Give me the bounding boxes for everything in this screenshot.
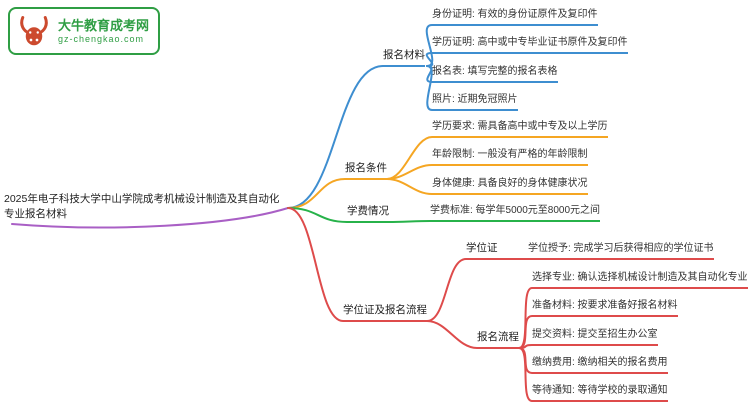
node-wait-notice: 等待通知: 等待学校的录取通知	[532, 384, 668, 402]
logo-title: 大牛教育成考网	[58, 17, 150, 33]
node-edu-requirement: 学历要求: 需具备高中或中专及以上学历	[432, 120, 608, 138]
branch-materials: 报名材料	[383, 49, 425, 67]
branch-conditions: 报名条件	[345, 162, 387, 180]
site-logo: 大牛教育成考网 gz-chengkao.com	[8, 7, 161, 55]
node-edu-proof: 学历证明: 高中或中专毕业证书原件及复印件	[432, 36, 628, 54]
branch-tuition: 学费情况	[347, 205, 389, 223]
node-form: 报名表: 填写完整的报名表格	[432, 65, 558, 83]
branch-degree-process: 学位证及报名流程	[343, 304, 427, 322]
branch-process: 报名流程	[477, 331, 519, 349]
node-id-proof: 身份证明: 有效的身份证原件及复印件	[432, 8, 598, 26]
node-age-limit: 年龄限制: 一般没有严格的年龄限制	[432, 148, 588, 166]
node-degree-grant: 学位授予: 完成学习后获得相应的学位证书	[528, 242, 714, 260]
node-health: 身体健康: 具备良好的身体健康状况	[432, 177, 588, 195]
branch-degree-cert: 学位证	[466, 242, 498, 260]
node-tuition-standard: 学费标准: 每学年5000元至8000元之间	[430, 204, 601, 222]
node-choose-major: 选择专业: 确认选择机械设计制造及其自动化专业	[532, 271, 748, 289]
node-prepare-materials: 准备材料: 按要求准备好报名材料	[532, 299, 678, 317]
bull-icon	[20, 16, 48, 46]
logo-text-block: 大牛教育成考网 gz-chengkao.com	[58, 18, 149, 45]
node-pay-fee: 缴纳费用: 缴纳相关的报名费用	[532, 356, 668, 374]
node-submit-docs: 提交资料: 提交至招生办公室	[532, 328, 658, 346]
logo-domain: gz-chengkao.com	[58, 33, 145, 44]
root-node: 2025年电子科技大学中山学院成考机械设计制造及其自动化专业报名材料	[4, 193, 280, 220]
node-photo: 照片: 近期免冠照片	[432, 93, 518, 111]
